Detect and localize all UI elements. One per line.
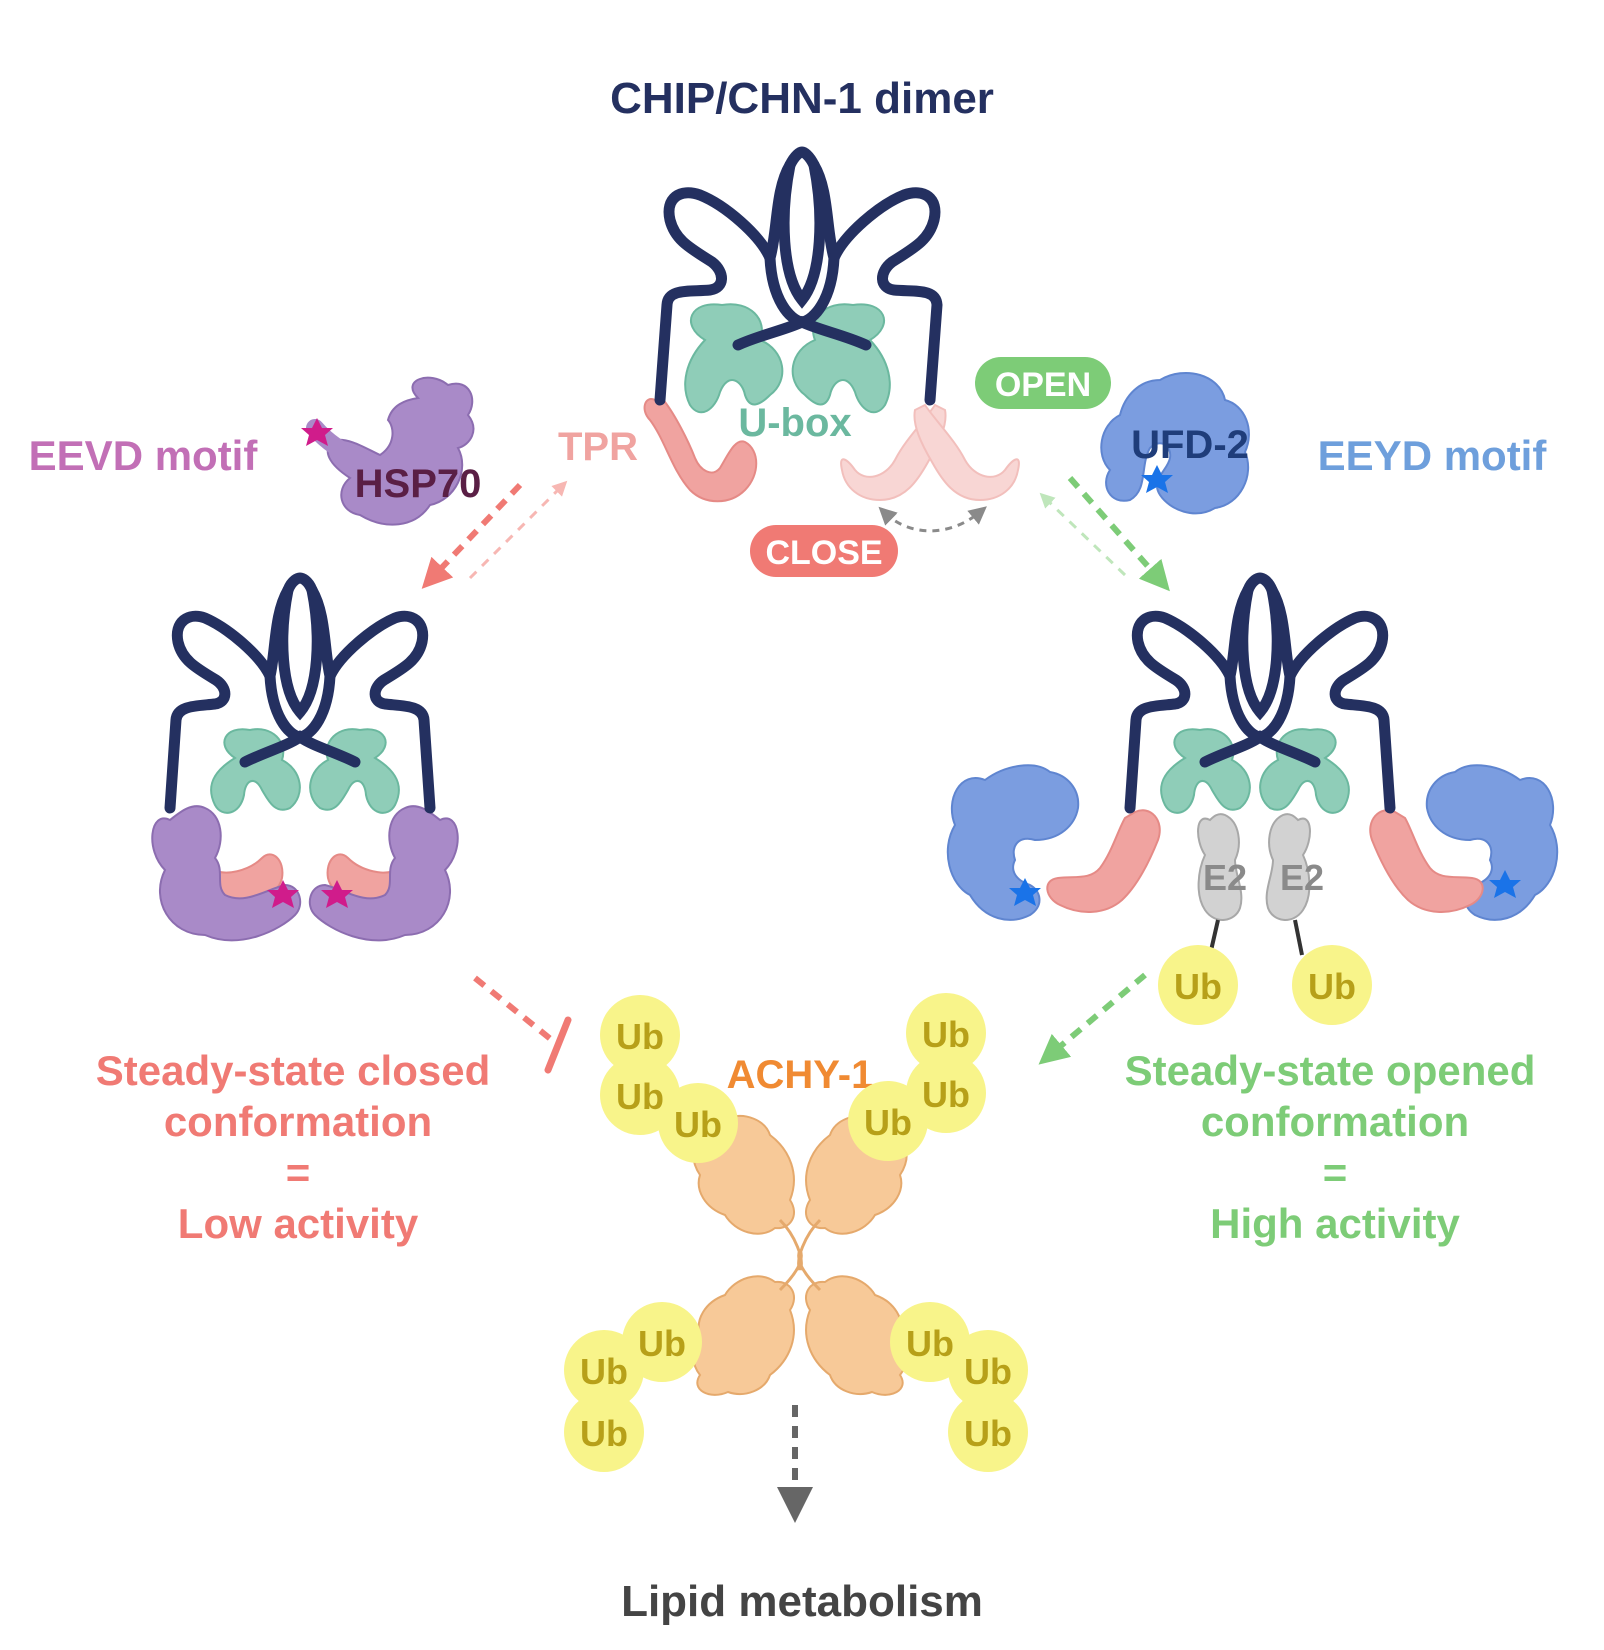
top-tpr-right-open (913, 403, 1020, 502)
ub-on-e2-left: Ub (1158, 945, 1238, 1025)
hsp70-label: HSP70 (355, 462, 482, 506)
tpr-label: TPR (558, 425, 638, 469)
closed-line4: Low activity (178, 1200, 419, 1247)
ufd2-label: UFD-2 (1131, 423, 1249, 467)
svg-text:Ub: Ub (964, 1413, 1012, 1454)
opened-chip-dimer (946, 572, 1559, 956)
ub-chain-top-right: Ub Ub Ub (848, 993, 986, 1161)
svg-text:Ub: Ub (864, 1102, 912, 1143)
top-dimer-scaffold (654, 146, 943, 406)
close-badge: CLOSE (750, 525, 898, 577)
top-dimer-loop-inner (778, 159, 826, 309)
ufd2-bound-right (1425, 764, 1559, 921)
opened-state-text: Steady-state opened conformation = High … (1125, 1047, 1536, 1247)
lipid-metabolism-label: Lipid metabolism (621, 1577, 983, 1626)
svg-text:Ub: Ub (922, 1014, 970, 1055)
hsp70-free (301, 376, 475, 526)
opened-line4: High activity (1210, 1200, 1460, 1247)
top-chip-dimer (643, 146, 1020, 503)
top-ubox-left (684, 303, 784, 414)
ub-chain-bottom-left: Ub Ub Ub (564, 1302, 702, 1472)
closed-chip-dimer (151, 572, 459, 942)
opened-line2: conformation (1201, 1098, 1469, 1145)
closed-line2: conformation (164, 1098, 432, 1145)
opened-line3: = (1323, 1149, 1348, 1196)
open-badge: OPEN (975, 357, 1111, 409)
diagram-title: CHIP/CHN-1 dimer (610, 74, 994, 123)
ufd2-free (1100, 371, 1250, 515)
svg-text:Ub: Ub (922, 1074, 970, 1115)
svg-text:Ub: Ub (616, 1016, 664, 1057)
svg-text:Ub: Ub (674, 1104, 722, 1145)
svg-text:Ub: Ub (1174, 966, 1222, 1007)
top-dimer-crossing (732, 252, 872, 351)
svg-text:Ub: Ub (580, 1413, 628, 1454)
open-close-arrow (878, 506, 987, 533)
arrow-to-closed (421, 482, 523, 589)
opened-line1: Steady-state opened (1125, 1047, 1536, 1094)
achy1-substrate (692, 1114, 908, 1396)
close-badge-text: CLOSE (765, 534, 882, 572)
top-tpr-left (643, 398, 758, 503)
arrow-to-opened (1067, 476, 1170, 592)
arrow-from-closed (468, 480, 568, 580)
svg-text:Ub: Ub (1308, 966, 1356, 1007)
e2-left-shape (1197, 813, 1243, 921)
e2-right-shape (1265, 813, 1311, 921)
svg-text:Ub: Ub (580, 1351, 628, 1392)
svg-text:Ub: Ub (964, 1351, 1012, 1392)
svg-text:Ub: Ub (616, 1076, 664, 1117)
eeyd-motif-label: EEYD motif (1318, 432, 1548, 479)
eevd-motif-label: EEVD motif (29, 432, 259, 479)
ub-chain-top-left: Ub Ub Ub (600, 995, 738, 1163)
inhibition-bar (544, 1016, 572, 1074)
closed-state-text: Steady-state closed conformation = Low a… (96, 1047, 491, 1247)
svg-text:Ub: Ub (906, 1323, 954, 1364)
e2-left-label: E2 (1203, 857, 1247, 898)
ufd2-bound-left (946, 764, 1080, 921)
e2-right-label: E2 (1280, 857, 1324, 898)
ub-chain-bottom-right: Ub Ub Ub (890, 1302, 1028, 1472)
achy1-label: ACHY-1 (727, 1053, 874, 1097)
inhibition-line (473, 975, 560, 1048)
activation-arrow (1038, 972, 1147, 1065)
arrow-from-opened (1039, 492, 1127, 577)
closed-line1: Steady-state closed (96, 1047, 491, 1094)
closed-line3: = (286, 1149, 311, 1196)
open-badge-text: OPEN (995, 366, 1091, 404)
ub-on-e2-right: Ub (1292, 945, 1372, 1025)
svg-text:Ub: Ub (638, 1323, 686, 1364)
ubox-label: U-box (738, 401, 851, 445)
